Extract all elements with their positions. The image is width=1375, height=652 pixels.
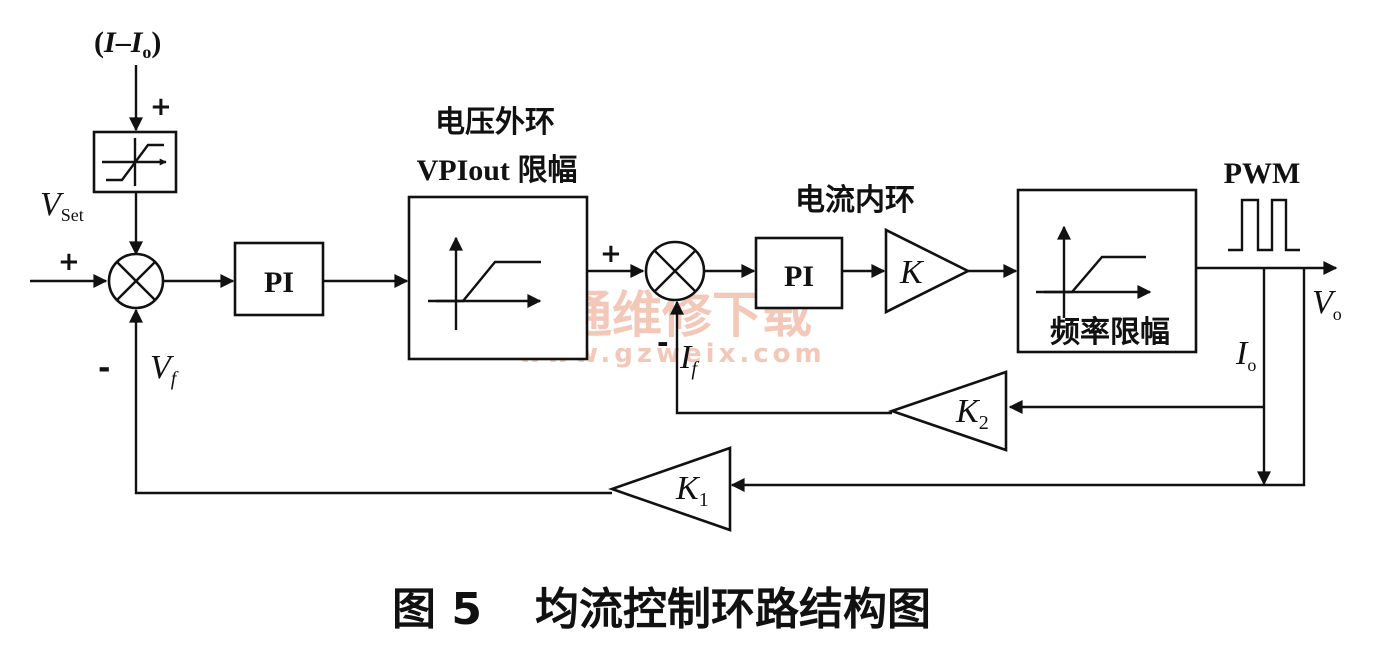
pi-controller-2-label: PI (784, 260, 814, 293)
vf-label: Vf (150, 349, 179, 390)
pwm-label: PWM (1224, 157, 1301, 190)
current-inner-loop-title: 电流内环 (795, 183, 915, 218)
gain-k-triangle (884, 227, 971, 315)
gain-k1-label: K1 (675, 470, 709, 511)
io-label: Io (1235, 335, 1256, 375)
frequency-limiter-block (1016, 188, 1198, 354)
gain-k1-triangle (608, 446, 732, 532)
pi-controller-2 (754, 236, 844, 310)
figure-number: 图 5 (392, 584, 482, 635)
voltage-outer-loop-title: 电压外环 (435, 105, 555, 140)
summing-junction-2 (644, 240, 706, 302)
vpiout-limit-title: VPIout 限幅 (417, 154, 578, 187)
frequency-limit-label: 频率限幅 (1050, 315, 1170, 350)
plus-sign-top: + (150, 92, 172, 122)
minus-sign-bottom: - (98, 351, 110, 386)
pi-controller-1-label: PI (264, 266, 294, 299)
gain-k2-triangle (887, 370, 1008, 452)
input-current-diff-label: (I–Io) (94, 26, 161, 62)
k2-to-sum2-feedback (670, 300, 892, 415)
plus-sign-second: + (600, 239, 622, 269)
figure-title: 均流控制环路结构图 (535, 584, 931, 635)
plus-sign-left: + (58, 247, 80, 277)
pwm-waveform-icon (1228, 198, 1300, 252)
vo-label: Vo (1312, 284, 1342, 324)
k1-to-sum1-feedback (129, 308, 612, 495)
saturation-icon (102, 138, 167, 186)
if-label: If (679, 339, 699, 380)
gain-k2-label: K2 (955, 393, 989, 434)
vset-label: VSet (40, 186, 84, 225)
pi-controller-1 (233, 241, 325, 317)
summing-junction-1 (107, 252, 165, 310)
vpiout-limit-icon (428, 236, 542, 330)
frequency-limit-icon (1036, 225, 1152, 318)
vo-to-k1-arrow (730, 268, 1306, 492)
gain-k-label: K (899, 254, 925, 291)
vpiout-limiter-block (407, 195, 589, 361)
minus-sign-second: - (657, 326, 669, 359)
